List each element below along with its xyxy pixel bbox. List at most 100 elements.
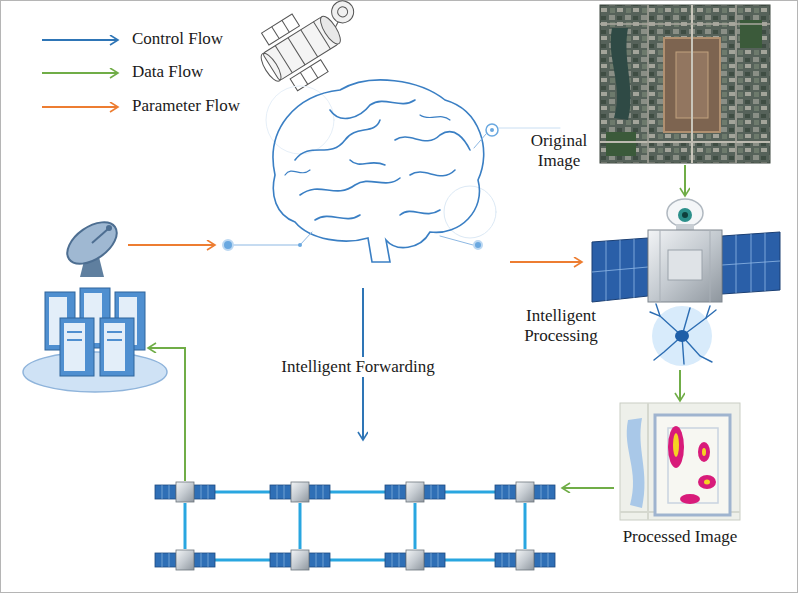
constellation xyxy=(445,559,495,562)
constellation xyxy=(445,491,495,494)
neuron xyxy=(650,304,716,364)
legend-text: Control Flow xyxy=(132,29,223,48)
satellite-icon xyxy=(270,550,330,570)
ground-station xyxy=(67,331,82,333)
constellation xyxy=(330,559,385,562)
processing-satellite xyxy=(722,261,780,265)
brain xyxy=(300,178,400,195)
original-image-picture xyxy=(600,5,770,163)
satellite-sketch xyxy=(311,66,318,78)
processed-image-picture xyxy=(698,475,716,489)
satellite-icon xyxy=(270,482,330,502)
brain xyxy=(285,170,310,175)
image-node: Original Image xyxy=(600,5,770,163)
legend-entry: Parameter Flow xyxy=(132,96,240,116)
label-slot: Intelligent Forwarding xyxy=(277,357,438,377)
processed-image-picture xyxy=(680,494,700,504)
brain xyxy=(266,86,334,154)
processed-image-picture xyxy=(698,442,710,462)
satellite-sketch xyxy=(336,5,350,19)
ground-station xyxy=(104,323,125,371)
processed-image-picture xyxy=(655,415,730,515)
processing-satellite xyxy=(592,267,648,272)
neuron xyxy=(656,304,660,316)
neuron xyxy=(652,306,712,366)
processing-satellite xyxy=(660,230,661,302)
brain xyxy=(395,132,470,150)
satellite-sketch xyxy=(313,22,330,49)
processed-image-picture xyxy=(627,418,645,508)
brain xyxy=(474,134,486,148)
brain xyxy=(420,115,450,120)
brain xyxy=(300,232,312,245)
constellation xyxy=(155,482,555,570)
neuron xyxy=(675,330,689,342)
brain xyxy=(233,245,300,246)
flow-arrows xyxy=(128,245,614,488)
processing-satellite xyxy=(667,199,703,227)
brain xyxy=(350,160,385,165)
satellite-sketch xyxy=(258,50,285,83)
image-caption: Intelligent Processing xyxy=(516,306,606,345)
ground-station xyxy=(64,323,85,371)
processing-satellite xyxy=(648,230,722,302)
processing-satellite xyxy=(678,208,692,222)
brain xyxy=(315,215,360,220)
original-image-picture xyxy=(600,5,770,163)
image-caption: Original Image xyxy=(522,131,596,170)
brain xyxy=(498,128,560,129)
satellite-icon xyxy=(495,482,555,502)
processed-image-picture xyxy=(673,433,679,457)
processing-satellite xyxy=(682,212,688,218)
processed-image-picture xyxy=(668,426,684,468)
label-slot: Intelligent Processing xyxy=(516,306,606,345)
neuron xyxy=(706,306,710,318)
neuron xyxy=(650,304,716,366)
processed-image-picture xyxy=(620,403,740,520)
flow-arrows xyxy=(510,261,582,263)
constellation xyxy=(299,503,302,549)
original-image-picture xyxy=(735,5,737,163)
constellation xyxy=(215,491,270,494)
brain xyxy=(223,240,233,250)
original-image-picture xyxy=(606,132,636,156)
ground-station xyxy=(106,225,112,231)
image-node: Intelligent Processing xyxy=(590,198,780,368)
flow-arrows xyxy=(148,348,185,481)
brain xyxy=(330,100,415,118)
processing-satellite xyxy=(676,224,694,230)
legend-entry: Data Flow xyxy=(132,62,203,82)
satellite-sketch xyxy=(275,46,292,73)
legend-text: Data Flow xyxy=(132,62,203,81)
ground-station xyxy=(60,214,124,277)
brain xyxy=(410,170,455,176)
constellation xyxy=(185,492,525,560)
original-image-picture xyxy=(600,5,770,163)
legend-arrows xyxy=(42,39,118,41)
legend-arrows xyxy=(42,72,118,74)
satellite-icon xyxy=(155,482,215,502)
original-image-picture xyxy=(600,141,770,143)
label-slot: Processed Image xyxy=(608,527,752,547)
processing-satellite xyxy=(710,230,711,302)
ground-station xyxy=(107,331,122,333)
constellation xyxy=(330,491,385,494)
image-node: Processed Image xyxy=(620,403,740,520)
image-caption: Processed Image xyxy=(608,527,752,547)
satellite-sketch xyxy=(262,14,300,45)
processing-satellite xyxy=(722,232,780,294)
satellite-sketch xyxy=(248,0,375,99)
original-image-picture xyxy=(611,28,631,120)
flow-label: Intelligent Forwarding xyxy=(277,357,438,377)
flow-arrows xyxy=(562,487,614,489)
ground-station xyxy=(23,352,167,392)
brain xyxy=(474,241,482,249)
ground-station xyxy=(92,229,108,243)
legend-entry: Control Flow xyxy=(132,29,223,49)
satellite-icon xyxy=(495,550,555,570)
ground-station xyxy=(45,288,145,376)
satellite-sketch xyxy=(327,0,357,27)
brain xyxy=(295,120,380,160)
